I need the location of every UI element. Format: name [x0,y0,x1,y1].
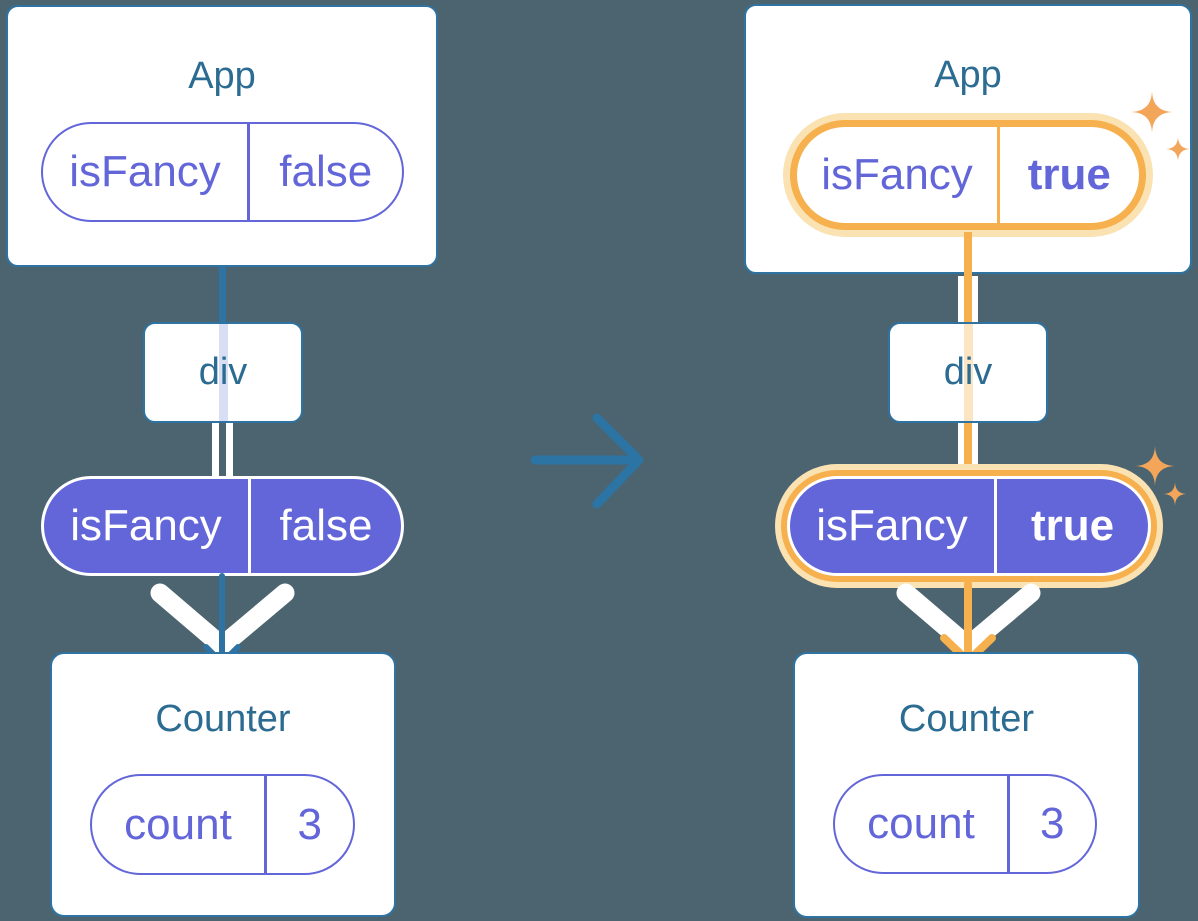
connector-app-div [219,266,226,323]
pill-divider [997,127,1000,223]
app-title: App [934,54,1002,96]
pill-value: 3 [1040,799,1065,848]
connector-div-pill-orange [964,423,972,467]
counter-title: Counter [898,698,1035,740]
pill-name: isFancy [816,501,968,550]
pill-name: isFancy [821,150,973,199]
div-element-card: div [888,322,1048,423]
pill-name: count [124,799,232,849]
div-element-card: div [143,322,303,423]
context-stripe-active [964,324,973,421]
connector-app-div-orange [964,276,972,322]
pill-value: 3 [297,799,322,849]
pill-value: false [279,501,373,550]
counter-state-pill: count 3 [90,774,355,875]
context-stripe [219,324,228,421]
pill-name: isFancy [69,147,221,196]
connector-div-pill-white [972,423,978,467]
counter-state-pill: count 3 [833,774,1097,874]
pill-divider [248,479,251,573]
div-label: div [198,351,248,393]
connector-div-pill-white [958,423,964,467]
pill-name: count [867,799,975,848]
sparkle-icon [1165,136,1191,162]
pill-value: true [1027,150,1111,199]
connector-div-pill-right [226,423,233,477]
connector-app-div-white [972,276,978,322]
provided-context-pill: isFancy false [41,476,404,576]
pill-value: false [279,147,373,196]
counter-title: Counter [155,698,291,740]
arrow-right-icon [530,413,644,509]
app-title: App [188,55,256,97]
pill-value: true [1030,501,1115,550]
connector-pill-cardedge [964,232,972,276]
pill-divider [247,124,250,220]
app-context-pill-highlighted: isFancy true [790,120,1146,230]
sparkle-icon [1131,91,1173,133]
provided-context-pill-highlighted: isFancy true [787,476,1151,576]
app-context-pill: isFancy false [41,122,404,222]
pill-divider [994,479,997,573]
pill-name: isFancy [70,501,222,550]
div-label: div [943,351,993,393]
connector-app-div-white [958,276,964,322]
pill-divider [264,776,267,873]
connector-div-pill-left [212,423,219,477]
pill-divider [1007,776,1010,872]
sparkle-icon [1163,482,1187,506]
sparkle-icon [1135,446,1175,486]
